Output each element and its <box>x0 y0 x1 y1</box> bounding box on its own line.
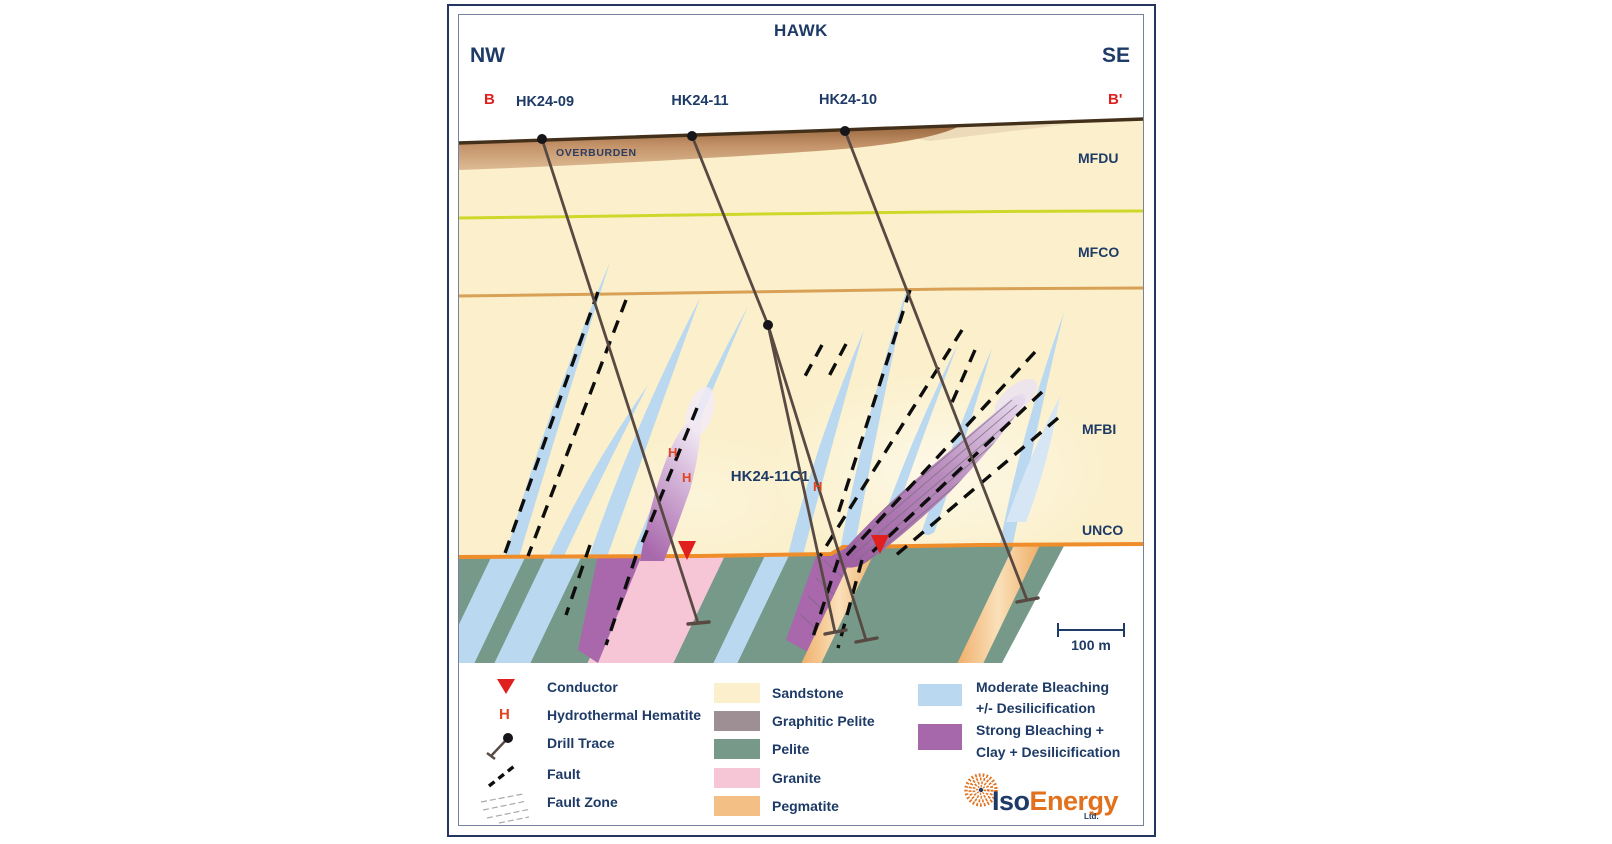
section-title: HAWK <box>774 21 828 40</box>
legend-label-fault: Fault <box>547 766 581 782</box>
sandstone-body <box>458 119 1144 570</box>
hematite-mark: H <box>813 479 823 494</box>
scale-bar <box>1057 623 1125 637</box>
fault-icon <box>485 760 521 795</box>
hole-label-hk24-11: HK24-11 <box>671 93 729 109</box>
legend-label-graphitic-pelite: Graphitic Pelite <box>772 713 875 729</box>
conductor-icon <box>497 679 515 694</box>
legend-label-sandstone: Sandstone <box>772 685 844 701</box>
hematite-icon: H <box>499 706 510 723</box>
drill-trace-hk24-10 <box>843 129 1040 604</box>
legend-label-hematite: Hydrothermal Hematite <box>547 707 702 723</box>
graphitic-pelite-swatch <box>714 711 760 736</box>
drill-trace-icon <box>483 731 517 766</box>
legend-label-granite: Granite <box>772 770 822 786</box>
orientation-se: SE <box>1102 44 1131 67</box>
logo-iso-text: Iso <box>992 786 1030 816</box>
scale-bar-label: 100 m <box>1071 637 1111 653</box>
stratum-label-mfco: MFCO <box>1078 244 1120 260</box>
hole-label-hk24-09: HK24-09 <box>515 94 575 110</box>
sandstone-swatch <box>714 683 760 708</box>
isoenergy-logo: IsoEnergy <box>992 786 1119 817</box>
legend-label-strong-bleaching-1: Strong Bleaching + <box>976 722 1104 738</box>
stratum-label-unco: UNCO <box>1082 522 1124 538</box>
stratum-label-mfbi: MFBI <box>1082 421 1117 437</box>
drill-collars <box>537 126 850 330</box>
fault-lines <box>502 289 1060 649</box>
granite-swatch <box>714 768 760 793</box>
legend-label-strong-bleaching-2: Clay + Desilicification <box>976 744 1121 760</box>
isoenergy-logo-icon <box>964 773 998 807</box>
moderate-bleaching-swatch <box>918 684 962 711</box>
hole-label-hk24-10: HK24-10 <box>818 92 878 108</box>
fault-zone-icon <box>479 790 535 829</box>
orientation-nw: NW <box>470 44 505 67</box>
hole-label-hk24-11c1: HK24-11C1 <box>730 468 810 485</box>
strong-bleaching-swatch <box>918 724 962 755</box>
hematite-mark: H <box>668 445 678 460</box>
logo-energy-text: Energy <box>1029 786 1119 816</box>
logo-ltd-text: Ltd. <box>1084 812 1099 821</box>
stratum-label-mfdu: MFDU <box>1078 150 1119 166</box>
mfco-mfbi-boundary <box>457 286 1145 298</box>
pelite-swatch <box>714 739 760 764</box>
ground-surface-line <box>457 117 1145 145</box>
legend-label-moderate-bleaching-1: Moderate Bleaching <box>976 679 1110 695</box>
legend-label-moderate-bleaching-2: +/- Desilicification <box>976 700 1096 716</box>
drill-trace-hk24-11c1 <box>766 323 848 636</box>
section-marker-b-prime: B' <box>1108 91 1123 108</box>
legend-label-drill-trace: Drill Trace <box>547 735 615 751</box>
basement <box>458 544 1065 663</box>
section-marker-b: B <box>484 91 495 108</box>
legend-label-conductor: Conductor <box>547 679 618 695</box>
overburden-label: OVERBURDEN <box>556 147 637 159</box>
conductor-markers <box>678 535 889 560</box>
legend-label-pelite: Pelite <box>772 741 810 757</box>
legend-label-fault-zone: Fault Zone <box>547 794 618 810</box>
pegmatite-swatch <box>714 796 760 821</box>
mfdu-mfco-boundary <box>457 209 1145 220</box>
legend-label-pegmatite: Pegmatite <box>772 798 839 814</box>
drill-trace-hk24-09 <box>540 137 711 626</box>
hematite-mark: H <box>682 470 692 485</box>
